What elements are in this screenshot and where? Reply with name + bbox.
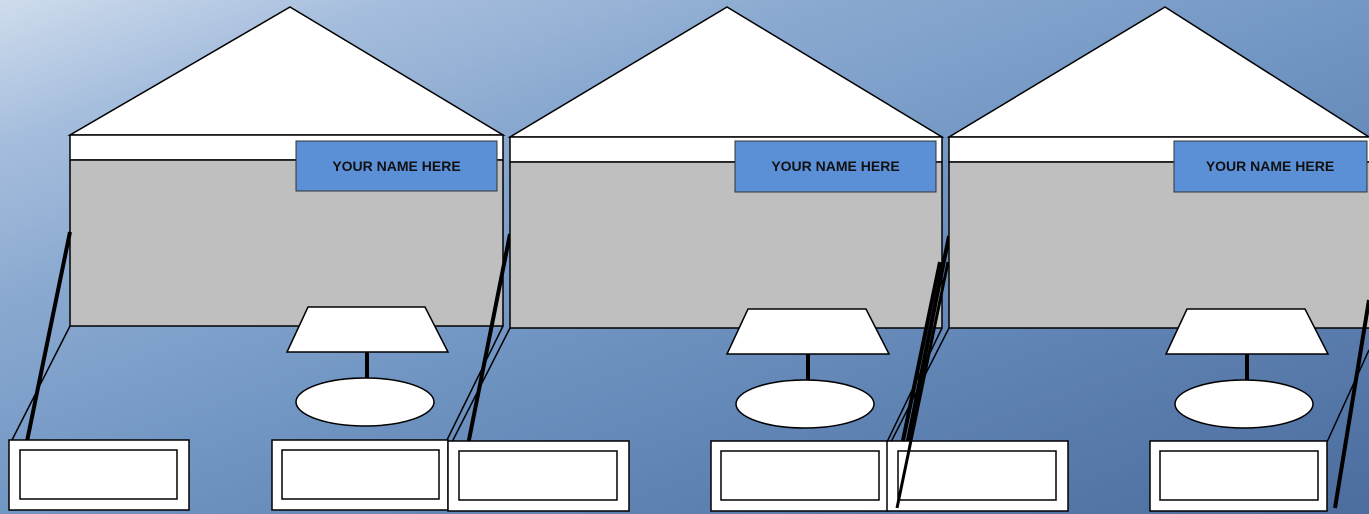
booth-1-right-floor-edge (447, 326, 503, 440)
booth-3-front-counter-left (887, 441, 1068, 511)
booth-1-name-label: YOUR NAME HERE (332, 158, 460, 174)
booth-2-umbrella-canopy (727, 309, 889, 354)
booth-1: YOUR NAME HERE (9, 7, 510, 510)
booth-3-name-label: YOUR NAME HERE (1206, 158, 1334, 174)
booth-1-table (296, 378, 434, 426)
booth-2-front-counter-left (448, 441, 629, 511)
booth-2-table (736, 380, 874, 428)
booth-2-left-floor-edge (452, 328, 510, 442)
booth-3-table (1175, 380, 1313, 428)
booth-1-umbrella-canopy (287, 307, 448, 352)
booth-1-roof (70, 7, 503, 135)
booth-3: YOUR NAME HERE (887, 7, 1369, 511)
booth-1-front-counter-right (272, 440, 448, 510)
booth-3-roof (949, 7, 1369, 137)
booth-3-left-floor-edge (891, 328, 949, 442)
booth-2-roof (510, 7, 942, 137)
booth-3-umbrella-canopy (1166, 309, 1328, 354)
booth-2: YOUR NAME HERE (448, 7, 949, 511)
booth-2-front-counter-right (711, 441, 888, 511)
booth-1-front-counter-left (9, 440, 189, 510)
booth-1-left-floor-edge (12, 326, 70, 440)
booth-3-right-pole (1335, 300, 1369, 508)
booth-2-name-label: YOUR NAME HERE (771, 158, 899, 174)
booth-3-front-counter-right (1150, 441, 1327, 511)
